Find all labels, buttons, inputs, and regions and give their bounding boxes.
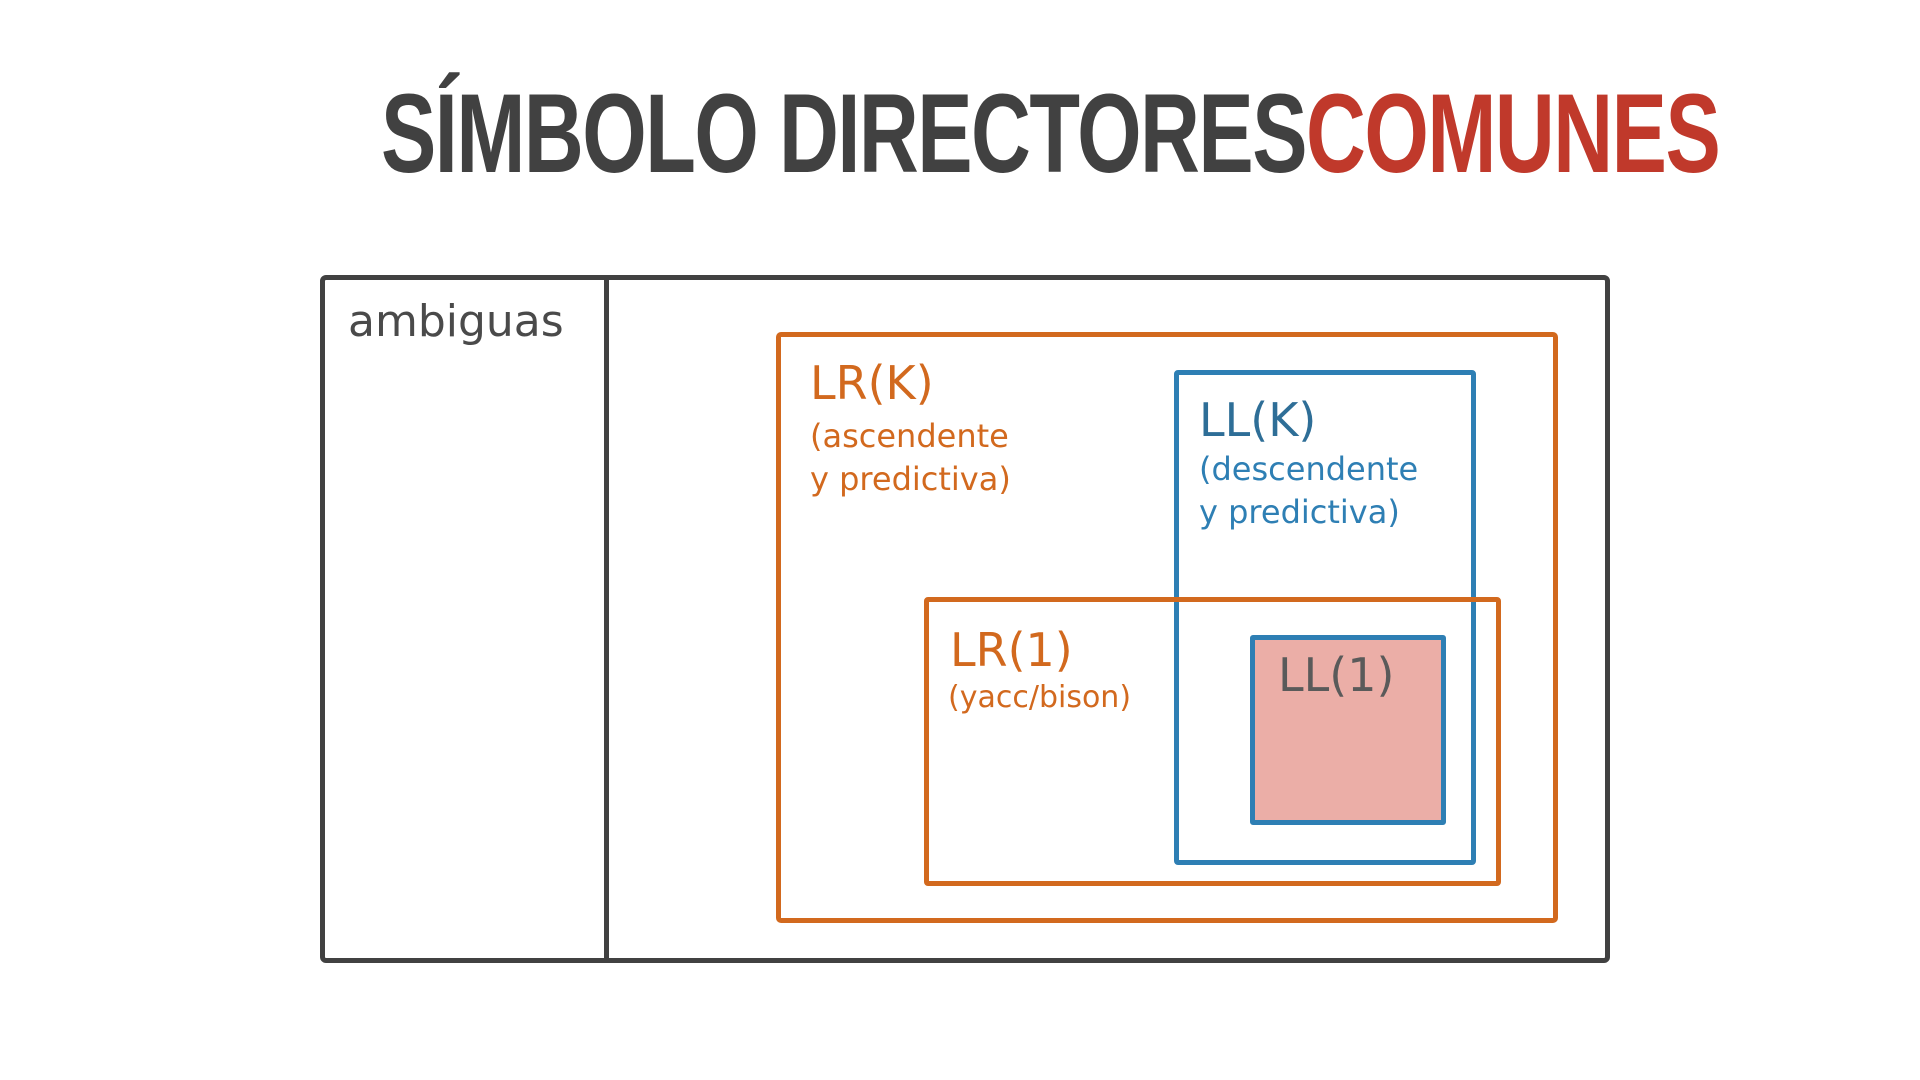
ambiguas-label: ambiguas: [348, 296, 564, 347]
ambiguas-divider: [604, 277, 609, 961]
llk-region: [1174, 370, 1476, 865]
llk-description-line1: (descendente: [1199, 450, 1419, 488]
page-title: SÍMBOLO DIRECTORES COMUNES: [0, 78, 1920, 190]
lrk-description: (ascendente y predictiva): [810, 415, 1011, 501]
lr1-region: [924, 597, 1501, 886]
lr1-label: LR(1): [950, 623, 1073, 677]
lrk-region: [776, 332, 1558, 923]
lr1-description: (yacc/bison): [948, 680, 1132, 715]
ll1-label: LL(1): [1278, 648, 1395, 702]
title-accent-text: COMUNES: [1305, 71, 1721, 196]
lrk-description-line1: (ascendente: [810, 417, 1009, 455]
llk-label: LL(K): [1199, 393, 1317, 447]
title-main-text: SÍMBOLO DIRECTORES: [380, 71, 1308, 196]
grammar-universe-frame: [320, 275, 1610, 963]
ll1-region: [1250, 635, 1446, 825]
llk-description-line2: y predictiva): [1199, 493, 1400, 531]
lrk-description-line2: y predictiva): [810, 460, 1011, 498]
llk-description: (descendente y predictiva): [1199, 448, 1418, 534]
lrk-label: LR(K): [810, 356, 934, 410]
